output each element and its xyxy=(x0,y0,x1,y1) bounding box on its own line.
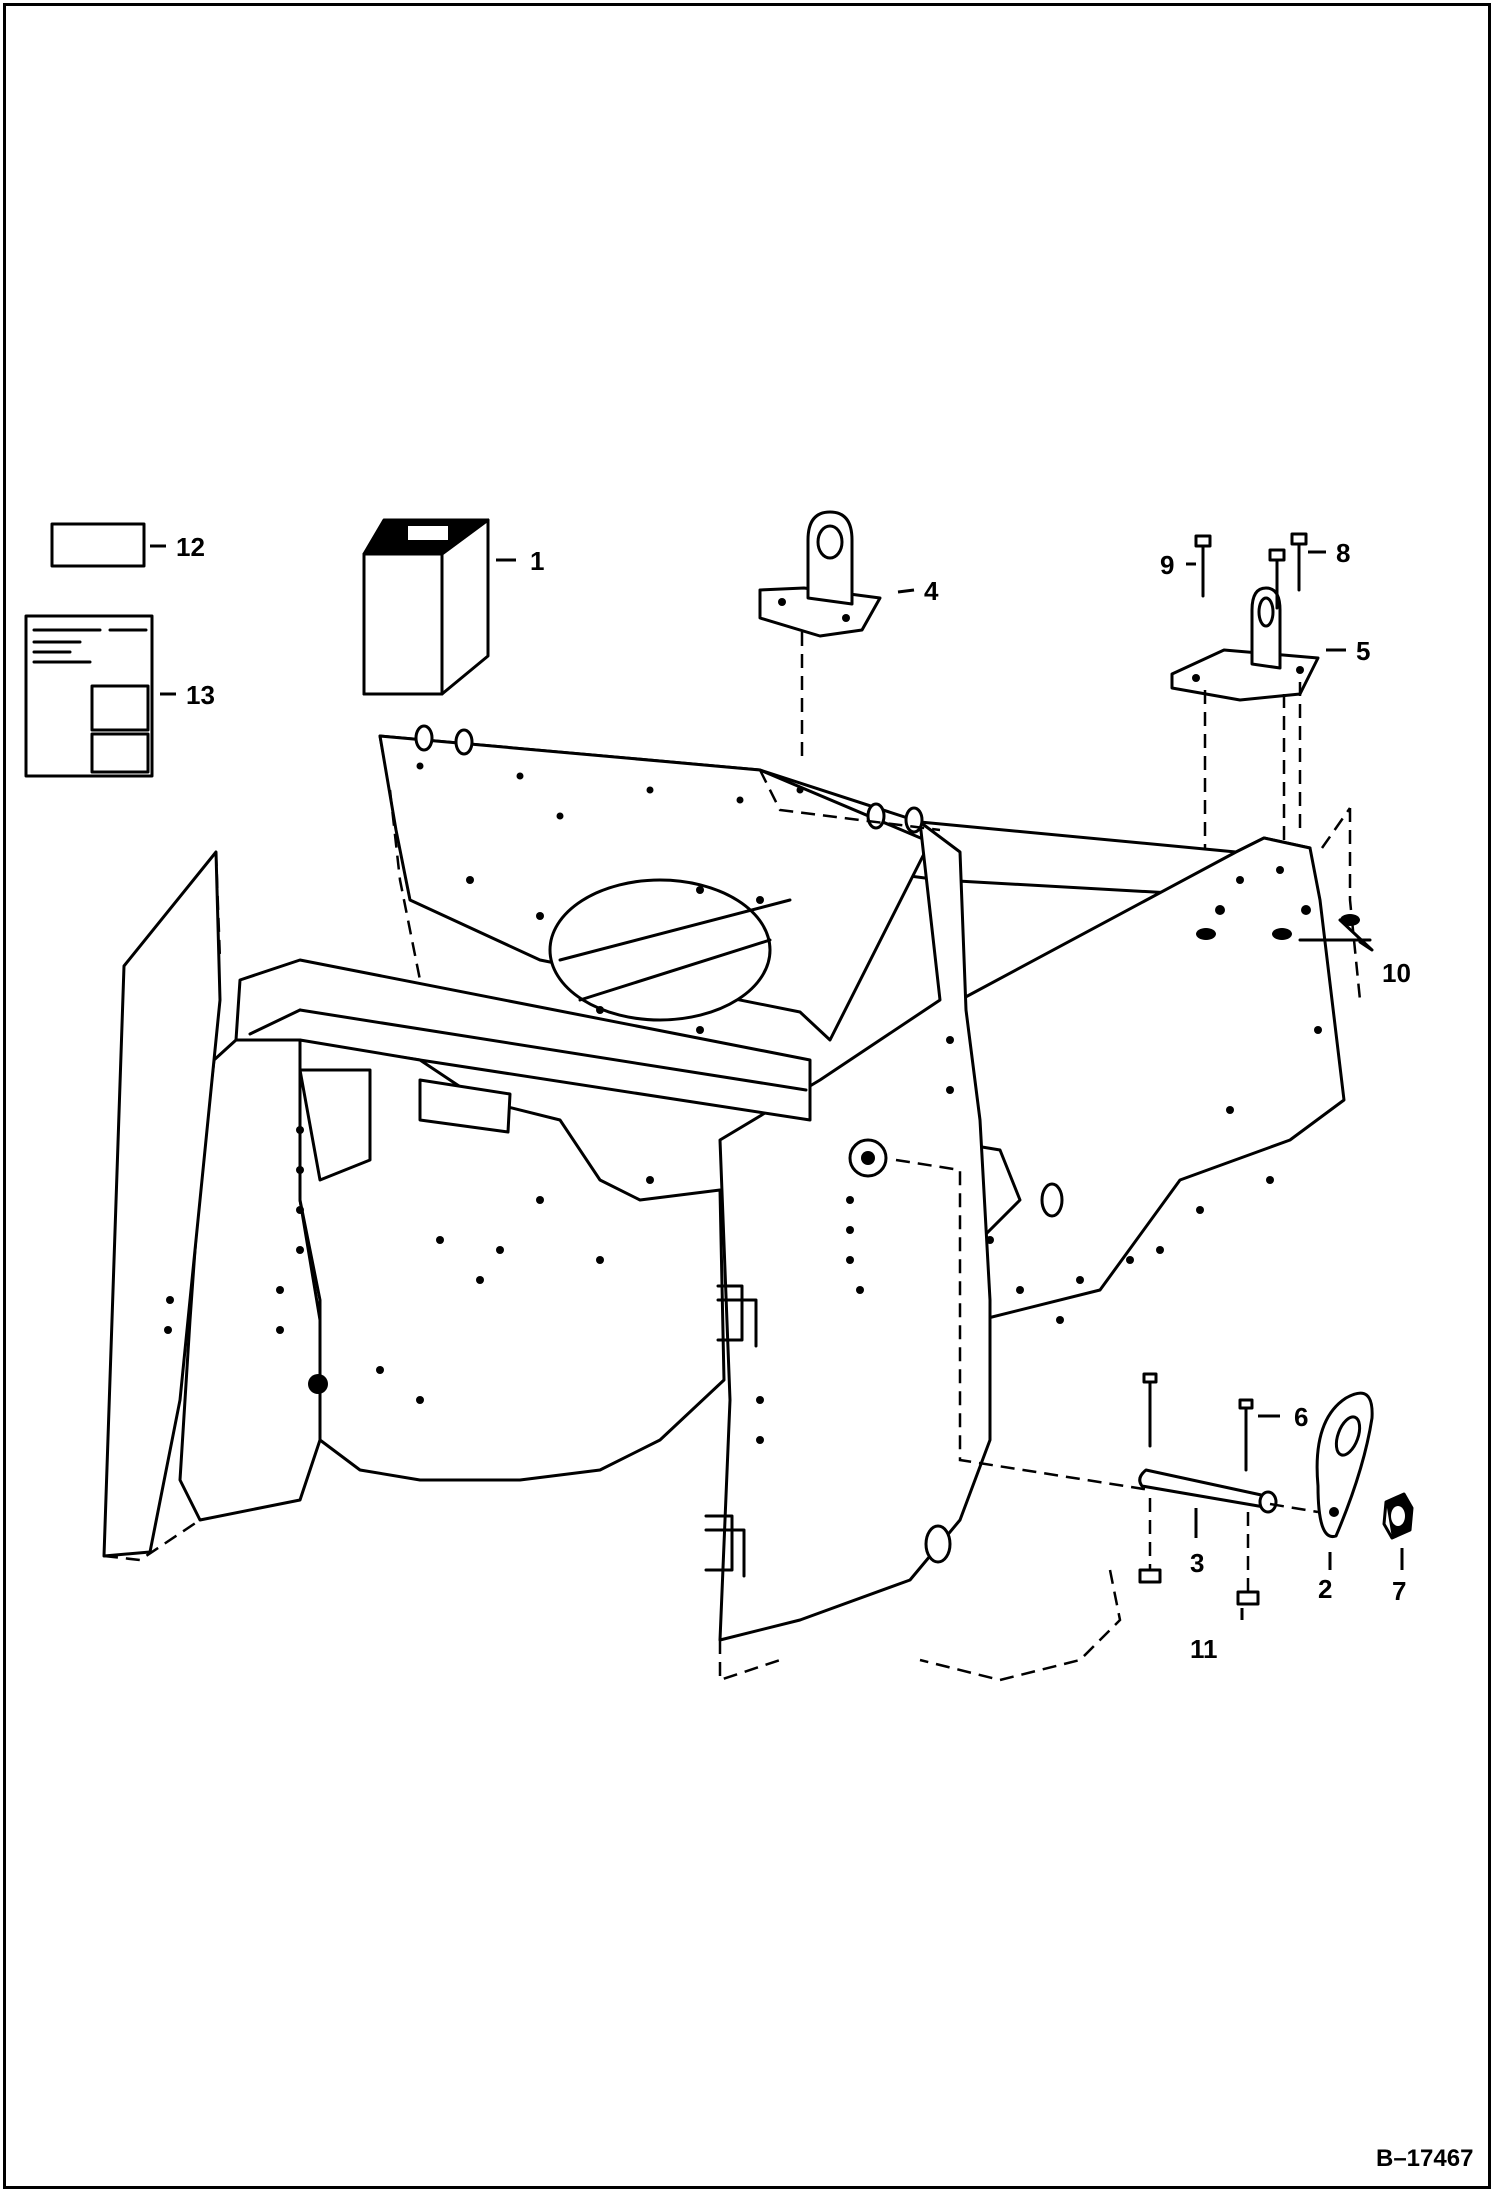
bolt-8a xyxy=(1268,548,1286,850)
pin-bolt-11 xyxy=(1138,1372,1162,1584)
lifting-eye-rear xyxy=(758,510,882,760)
callout-7: 7 xyxy=(1392,1576,1406,1606)
washer-10 xyxy=(1196,914,1374,952)
callout-10: 10 xyxy=(1382,958,1411,988)
callout-12: 12 xyxy=(176,532,205,562)
callout-11: 11 xyxy=(1190,1634,1218,1664)
page-border xyxy=(3,3,1491,2189)
callout-13: 13 xyxy=(186,680,215,710)
callout-9: 9 xyxy=(1160,550,1174,580)
hose-strap-lower xyxy=(704,1514,746,1578)
callout-8: 8 xyxy=(1336,538,1350,568)
callout-2: 2 xyxy=(1318,1574,1332,1604)
lock-nut xyxy=(1382,1492,1414,1540)
pin-bolt-6 xyxy=(1236,1398,1260,1606)
tie-down-loops xyxy=(414,724,924,834)
diagram-id: B–17467 xyxy=(1376,2145,1473,2172)
callout-5: 5 xyxy=(1356,636,1370,666)
callout-1: 1 xyxy=(530,546,544,576)
callout-6: 6 xyxy=(1294,1402,1308,1432)
hose-strap-upper xyxy=(716,1284,758,1348)
mounting-box xyxy=(362,518,490,696)
main-frame xyxy=(102,724,1362,1682)
instruction-sheet xyxy=(24,614,154,778)
lifting-eye-right xyxy=(1170,586,1320,702)
callout-3: 3 xyxy=(1190,1548,1204,1578)
callout-4: 4 xyxy=(924,576,939,606)
callout-leaders xyxy=(150,544,1404,1620)
retainer-plate xyxy=(1315,1391,1374,1539)
frame-holes xyxy=(164,762,1322,1444)
bolt-9 xyxy=(1194,534,1212,850)
bolt-8b xyxy=(1290,532,1308,830)
decal-plate xyxy=(50,522,146,568)
